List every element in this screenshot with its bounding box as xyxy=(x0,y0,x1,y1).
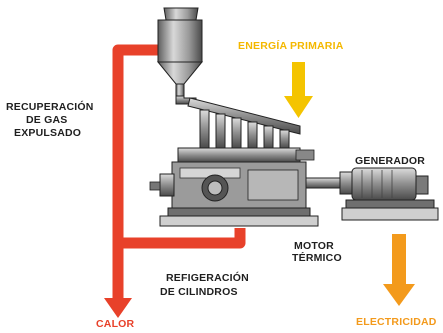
cylinder-cooling-label-line2: DE CILINDROS xyxy=(160,286,238,298)
generator xyxy=(339,167,439,221)
primary-energy-label: ENERGÍA PRIMARIA xyxy=(238,40,344,52)
exhaust-recovery-label-line1: RECUPERACIÓN xyxy=(6,101,94,113)
exhaust-recovery-label-line2: DE GAS xyxy=(26,114,68,126)
heat-output-arrow xyxy=(104,298,132,318)
exhaust-manifold xyxy=(175,95,301,149)
cylinder-cooling-path xyxy=(118,228,246,249)
thermal-engine xyxy=(149,147,347,227)
exhaust-recovery-unit xyxy=(156,7,204,97)
generator-label: GENERADOR xyxy=(355,155,426,167)
primary-energy-arrow xyxy=(284,62,313,118)
heat-output-label: CALOR xyxy=(96,318,135,330)
heat-recovery-path xyxy=(112,44,160,300)
cylinder-cooling-label-line1: REFIGERACIÓN xyxy=(166,272,249,284)
electricity-arrow xyxy=(383,234,415,306)
electricity-output-label: ELECTRICIDAD xyxy=(356,316,437,328)
exhaust-recovery-label-line3: EXPULSADO xyxy=(14,127,82,139)
thermal-engine-label-line2: TÉRMICO xyxy=(292,252,342,264)
thermal-engine-label-line1: MOTOR xyxy=(294,240,334,252)
